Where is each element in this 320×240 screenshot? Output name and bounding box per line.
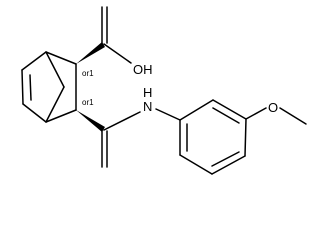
stereo-label-upper: or1 (82, 69, 94, 78)
bond-c-n (103, 111, 141, 131)
ring-bond-3 (244, 118, 247, 157)
structure-canvas: OH H N O or1 or1 (21, 6, 307, 175)
ring-bond-1 (179, 99, 214, 121)
bond-c2-c3 (21, 51, 47, 71)
bond-n-aryl (155, 108, 181, 121)
bond-c4-c5 (22, 103, 47, 123)
wedge-bond-amide (76, 110, 105, 132)
bond-c-oh (103, 43, 132, 64)
bond-ring-o (245, 107, 267, 120)
bond-c1-c2 (45, 51, 77, 65)
bond-c3-c4-double (29, 74, 32, 101)
amide-h-label: H (143, 85, 152, 100)
bond-c5-c6 (45, 109, 77, 123)
bond-bridge-a (45, 51, 65, 88)
wedge-bond-carboxyl (76, 42, 105, 64)
ring-bond-4 (211, 155, 246, 175)
ring-bond-2 (212, 99, 247, 120)
hydroxyl-label: OH (133, 62, 153, 77)
bond-c3-c4 (21, 69, 24, 105)
ring-bond-5 (179, 154, 213, 175)
bond-bridge-b (45, 86, 65, 123)
stereo-label-lower: or1 (82, 98, 94, 107)
bond-o-methyl (279, 107, 307, 125)
methoxy-o-label: O (268, 100, 278, 115)
ring-inner-bond-1 (212, 107, 240, 124)
amide-n-label: N (143, 99, 152, 114)
chemical-structure: OH H N O or1 or1 (21, 6, 307, 175)
ring-inner-bond-2 (211, 151, 240, 167)
